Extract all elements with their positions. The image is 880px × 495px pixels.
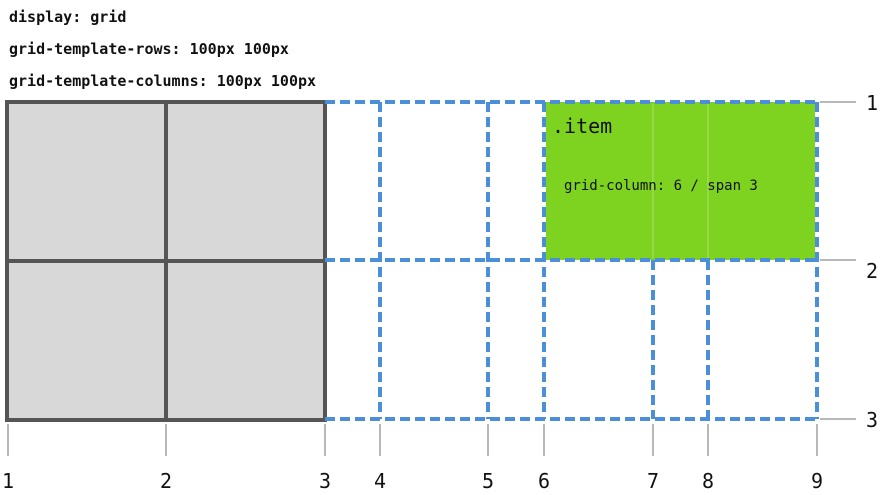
explicit-grid bbox=[7, 102, 325, 420]
explicit-cell-3 bbox=[7, 262, 165, 420]
column-markers bbox=[7, 424, 818, 456]
code-line-grid-template-columns: grid-template-columns: 100px 100px bbox=[9, 72, 317, 90]
code-line-display: display: grid bbox=[9, 8, 127, 26]
explicit-cell-2 bbox=[167, 102, 325, 260]
item-title: .item bbox=[552, 114, 612, 138]
item-inner-lines bbox=[652, 104, 709, 258]
explicit-cell-4 bbox=[167, 262, 325, 420]
column-number-4: 4 bbox=[374, 469, 386, 493]
column-number-5: 5 bbox=[482, 469, 494, 493]
row-number-1: 1 bbox=[866, 91, 878, 115]
column-number-2: 2 bbox=[160, 469, 172, 493]
row-numbers: 1 2 3 bbox=[866, 91, 878, 432]
row-markers bbox=[820, 101, 856, 420]
column-number-3: 3 bbox=[319, 469, 331, 493]
column-number-6: 6 bbox=[538, 469, 550, 493]
column-number-9: 9 bbox=[811, 469, 823, 493]
explicit-cell-1 bbox=[7, 102, 165, 260]
grid-item bbox=[546, 102, 815, 260]
column-numbers: 1 2 3 4 5 6 7 8 9 bbox=[2, 469, 823, 493]
column-number-7: 7 bbox=[647, 469, 659, 493]
item-rule: grid-column: 6 / span 3 bbox=[564, 178, 758, 194]
column-number-1: 1 bbox=[2, 469, 14, 493]
row-number-3: 3 bbox=[866, 408, 878, 432]
column-number-8: 8 bbox=[702, 469, 714, 493]
row-number-2: 2 bbox=[866, 259, 878, 283]
code-line-grid-template-rows: grid-template-rows: 100px 100px bbox=[9, 40, 289, 58]
implicit-grid-lines bbox=[325, 100, 819, 421]
